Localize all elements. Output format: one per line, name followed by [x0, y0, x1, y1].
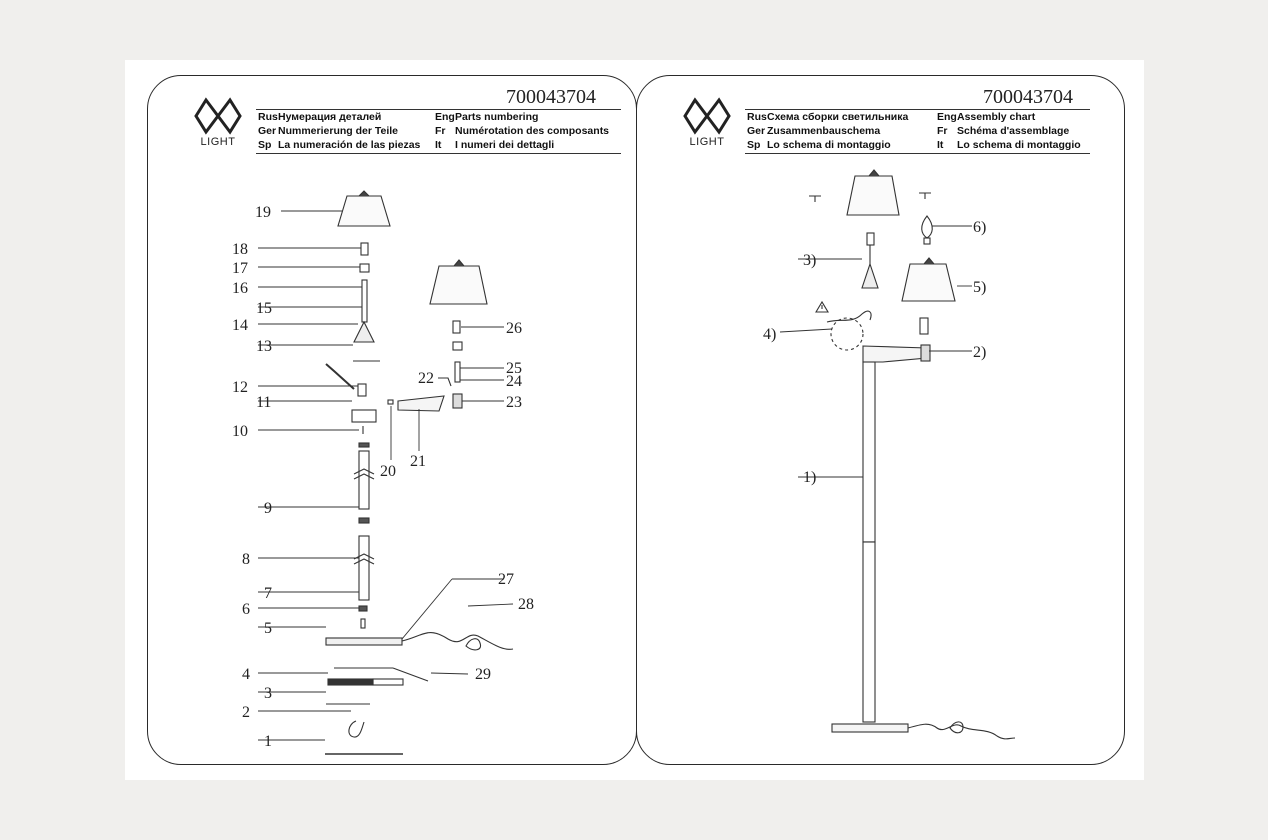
document-code-right: 700043704: [983, 86, 1073, 108]
part-label-10: 10: [232, 423, 248, 440]
part-label-24: 24: [506, 373, 522, 390]
logo-mark-icon: [683, 97, 731, 135]
part-label-7: 7: [264, 585, 272, 602]
step-label-4: 4): [763, 326, 776, 343]
header-rus: RusНумерация деталей: [258, 111, 382, 123]
step-label-6: 6): [973, 219, 986, 236]
brand-name-right: LIGHT: [689, 136, 725, 148]
part-label-29: 29: [475, 666, 491, 683]
part-label-13: 13: [256, 338, 272, 355]
header-eng: EngParts numbering: [435, 111, 539, 123]
part-label-8: 8: [242, 551, 250, 568]
part-label-6: 6: [242, 601, 250, 618]
instruction-sheet: LIGHT 700043704 RusНумерация деталей Eng…: [125, 60, 1144, 780]
part-label-16: 16: [232, 280, 248, 297]
part-label-23: 23: [506, 394, 522, 411]
header-bottom-rule: [256, 153, 621, 154]
part-label-25: 25: [506, 360, 522, 377]
step-label-3: 3): [803, 252, 816, 269]
part-label-28: 28: [518, 596, 534, 613]
part-label-20: 20: [380, 463, 396, 480]
part-label-15: 15: [256, 300, 272, 317]
part-label-19: 19: [255, 204, 271, 221]
exploded-parts-drawing: 19 18 17 16 15 14 13 12 11 10 9 8 7 6 5 …: [232, 190, 534, 755]
part-label-9: 9: [264, 500, 272, 517]
part-label-21: 21: [410, 453, 426, 470]
part-label-11: 11: [256, 394, 271, 411]
part-label-22: 22: [418, 370, 434, 387]
part-label-12: 12: [232, 379, 248, 396]
header-rus-right: RusСхема сборки светильника: [747, 111, 909, 123]
brand-logo: LIGHT: [188, 96, 248, 148]
part-label-5: 5: [264, 620, 272, 637]
part-label-2: 2: [242, 704, 250, 721]
header-top-rule: [256, 109, 621, 110]
brand-logo-right: LIGHT: [677, 96, 737, 148]
assembly-chart-panel: LIGHT 700043704 RusСхема сборки светильн…: [636, 75, 1125, 765]
part-label-18: 18: [232, 241, 248, 258]
part-label-3: 3: [264, 685, 272, 702]
part-label-27: 27: [498, 571, 514, 588]
header-bottom-rule-right: [745, 153, 1090, 154]
part-label-4: 4: [242, 666, 250, 683]
step-label-1: 1): [803, 469, 816, 486]
header-eng-right: EngAssembly chart: [937, 111, 1036, 123]
step-label-2: 2): [973, 344, 986, 361]
step-label-5: 5): [973, 279, 986, 296]
document-code: 700043704: [506, 86, 596, 108]
header-top-rule-right: [745, 109, 1090, 110]
part-label-17: 17: [232, 260, 248, 277]
part-label-26: 26: [506, 320, 522, 337]
parts-numbering-panel: LIGHT 700043704 RusНумерация деталей Eng…: [147, 75, 637, 765]
logo-mark-icon: [194, 97, 242, 135]
assembly-drawing: 1) 2) 3) 4) 5) 6): [763, 169, 1016, 740]
part-label-14: 14: [232, 317, 248, 334]
part-label-1: 1: [264, 733, 272, 750]
brand-name: LIGHT: [200, 136, 236, 148]
